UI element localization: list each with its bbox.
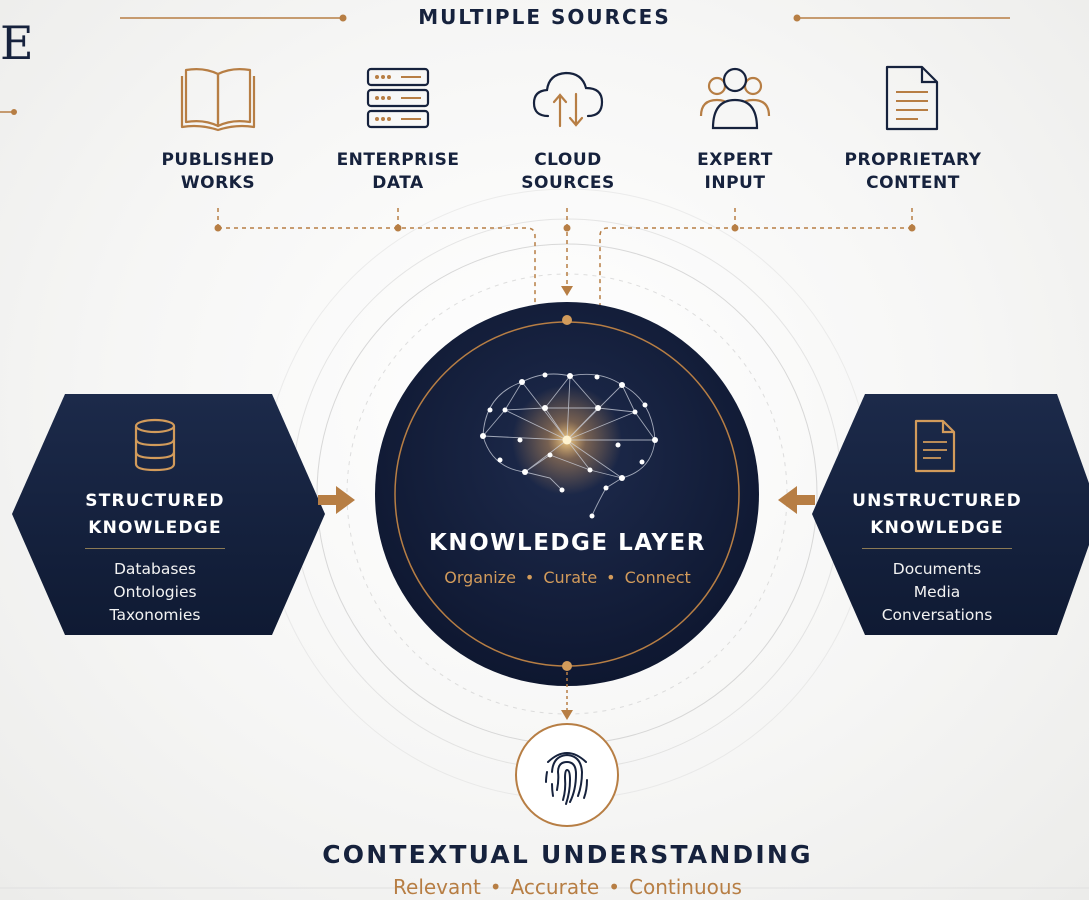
- output-tag: Continuous: [629, 875, 742, 899]
- open-book-icon: [180, 68, 256, 132]
- source-label-cloud-sources: CLOUD SOURCES: [521, 150, 615, 193]
- unstructured-knowledge-block: UNSTRUCTURED KNOWLEDGE Documents Media C…: [847, 488, 1027, 627]
- center-tag: Curate: [543, 568, 598, 587]
- unstructured-title-line1: UNSTRUCTURED: [852, 491, 1022, 511]
- knowledge-layer-title: KNOWLEDGE LAYER: [429, 530, 706, 556]
- document-icon: [885, 65, 939, 131]
- structured-title-line1: STRUCTURED: [85, 491, 225, 511]
- unstructured-item: Media: [913, 583, 961, 601]
- fingerprint-icon: [545, 752, 588, 805]
- people-group-icon: [699, 67, 771, 130]
- source-label-proprietary-content: PROPRIETARY CONTENT: [844, 150, 982, 193]
- knowledge-layer-tags: Organize•Curate•Connect: [444, 568, 691, 587]
- cloud-sync-icon: [532, 71, 604, 128]
- contextual-understanding-title: CONTEXTUAL UNDERSTANDING: [322, 840, 813, 869]
- output-circle: [515, 723, 619, 827]
- source-label-expert-input: EXPERT INPUT: [697, 150, 773, 193]
- edge-letter: E: [0, 16, 34, 70]
- brain-network-icon: [480, 372, 658, 519]
- structured-knowledge-block: STRUCTURED KNOWLEDGE Databases Ontologie…: [70, 488, 240, 627]
- output-tag: Accurate: [510, 875, 600, 899]
- structured-item: Taxonomies: [109, 606, 201, 624]
- source-label-enterprise-data: ENTERPRISE DATA: [336, 150, 460, 193]
- center-tag: Connect: [624, 568, 691, 587]
- source-label-published-works: PUBLISHED WORKS: [161, 150, 275, 193]
- structured-title-line2: KNOWLEDGE: [88, 518, 222, 538]
- unstructured-hexagon: [812, 394, 1089, 635]
- database-icon: [134, 418, 176, 472]
- unstructured-item: Conversations: [881, 606, 993, 624]
- structured-item: Databases: [113, 560, 197, 578]
- center-tag: Organize: [444, 568, 516, 587]
- contextual-understanding-tags: Relevant•Accurate•Continuous: [393, 875, 742, 899]
- structured-hexagon: [12, 394, 325, 635]
- structured-item: Ontologies: [113, 583, 197, 601]
- output-tag: Relevant: [393, 875, 481, 899]
- server-icon: [366, 67, 430, 129]
- unstructured-item: Documents: [892, 560, 982, 578]
- unstructured-document-icon: [914, 419, 956, 473]
- unstructured-title-line2: KNOWLEDGE: [870, 518, 1004, 538]
- page-title: MULTIPLE SOURCES: [418, 5, 671, 29]
